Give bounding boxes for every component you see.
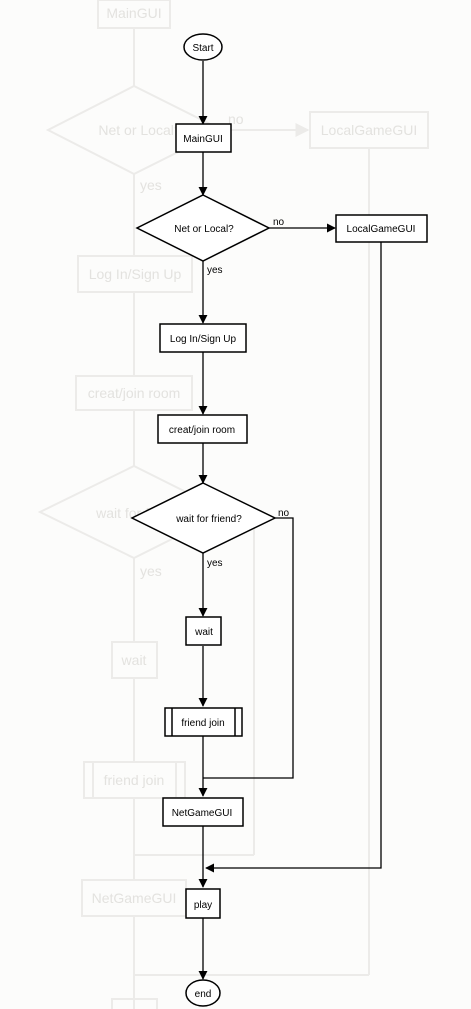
play-node: play [185, 888, 221, 919]
play-label: play [194, 900, 212, 911]
ghost-yes-label: yes [140, 177, 162, 193]
netgamegui-node: NetGameGUI [162, 797, 244, 827]
edges [198, 61, 382, 980]
ghost-wait-text: wait [121, 652, 147, 668]
ghost-no-label: no [228, 111, 244, 127]
maingui-node: MainGUI [175, 123, 232, 153]
edge-label-yes-friend: yes [207, 558, 223, 569]
decision-wait-for-friend-label: wait for friend? [175, 514, 242, 525]
edge-label-yes-local: yes [207, 265, 223, 276]
decision-net-or-local-label: Net or Local? [174, 224, 234, 235]
creat-join-room-label: creat/join room [169, 425, 235, 436]
edge-no-netgame [203, 517, 294, 779]
localgamegui-node: LocalGameGUI [335, 214, 428, 243]
localgamegui-label: LocalGameGUI [347, 224, 416, 235]
creat-join-room-node: creat/join room [157, 414, 248, 444]
ghost-localgamegui-text: LocalGameGUI [321, 122, 417, 138]
login-label: Log In/Sign Up [170, 334, 237, 345]
ghost-friendjoin-text: friend join [104, 772, 165, 788]
ghost-login-text: Log In/Sign Up [89, 266, 182, 282]
ghost-maingui-box [97, 0, 171, 29]
ghost-decision-net-text: Net or Local? [98, 122, 181, 138]
login-node: Log In/Sign Up [159, 323, 247, 353]
friend-join-node: friend join [164, 707, 243, 737]
wait-label: wait [194, 627, 213, 638]
maingui-label: MainGUI [183, 134, 222, 145]
edge-label-no-friend: no [278, 508, 290, 519]
decision-net-or-local: Net or Local? [135, 194, 271, 262]
netgamegui-label: NetGameGUI [172, 808, 233, 819]
decision-wait-for-friend: wait for friend? [130, 482, 277, 554]
wait-node: wait [185, 616, 222, 646]
ghost-layer: MainGUI Net or Local? no LocalGameGUI ye… [37, 0, 429, 1009]
friend-join-label: friend join [181, 718, 224, 729]
ghost-room-text: creat/join room [88, 385, 181, 401]
start-node: Start [183, 33, 223, 61]
edge-label-no-local: no [273, 217, 285, 228]
edge-local-play [205, 242, 382, 873]
ghost-maingui-text: MainGUI [106, 5, 161, 21]
end-label: end [195, 989, 212, 1000]
start-label: Start [192, 43, 213, 54]
ghost-yes2-label: yes [140, 563, 162, 579]
end-node: end [185, 979, 221, 1007]
ghost-netgamegui-text: NetGameGUI [92, 890, 177, 906]
ghost-play-box [111, 998, 158, 1009]
